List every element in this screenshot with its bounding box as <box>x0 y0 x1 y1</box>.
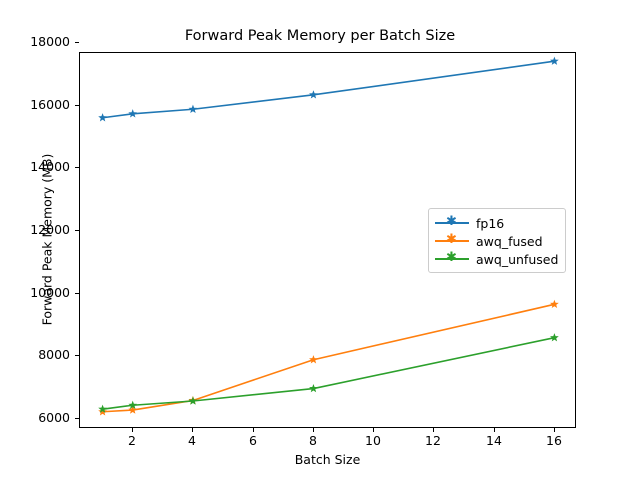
y-tick-label-16000: 16000 <box>30 97 70 112</box>
legend-item-fp16[interactable]: ✱ fp16 <box>435 214 559 232</box>
data-point-awq_unfused-8 <box>309 383 318 393</box>
data-point-awq_fused-1 <box>98 407 107 416</box>
y-tick-label-18000: 18000 <box>30 34 70 49</box>
legend-box: ✱ fp16 ✱ awq_fused ✱ awq_unfused <box>428 208 566 273</box>
x-tick-mark <box>313 428 315 432</box>
legend-swatch-awq-unfused: ✱ <box>435 251 469 266</box>
series-canvas <box>98 56 559 416</box>
series-line-awq_fused <box>101 303 556 413</box>
y-tick-mark <box>75 105 79 107</box>
chart-title: Forward Peak Memory per Batch Size <box>184 28 456 44</box>
x-axis-title: Batch Size <box>294 452 361 467</box>
data-point-fp16-16 <box>550 56 559 65</box>
x-tick-label-14: 14 <box>486 433 502 448</box>
legend-swatch-awq-fused: ✱ <box>435 233 469 248</box>
data-point-fp16-8 <box>309 90 318 99</box>
x-tick-mark <box>192 428 194 432</box>
x-tick-label-2: 2 <box>128 433 136 448</box>
x-tick-label-16: 16 <box>546 433 562 448</box>
legend-item-awq-fused[interactable]: ✱ awq_fused <box>435 232 559 250</box>
x-tick-label-4: 4 <box>188 433 196 448</box>
data-point-fp16-4 <box>188 104 198 113</box>
x-tick-label-10: 10 <box>365 433 381 448</box>
data-point-awq_fused-8 <box>309 355 318 364</box>
data-point-awq_unfused-1 <box>98 404 107 413</box>
data-point-fp16-1 <box>98 113 107 122</box>
data-point-fp16-2 <box>128 109 138 118</box>
legend-label-fp16: fp16 <box>476 215 505 231</box>
legend-item-awq-unfused[interactable]: ✱ awq_unfused <box>435 250 559 268</box>
x-tick-label-6: 6 <box>249 433 257 448</box>
series-line-awq_unfused <box>101 336 556 411</box>
y-tick-mark <box>75 293 79 295</box>
x-tick-mark <box>494 428 496 432</box>
y-tick-label-8000: 8000 <box>38 347 70 362</box>
y-axis-title: Forward Peak Memory (MB) <box>39 153 55 326</box>
y-tick-mark <box>75 230 79 232</box>
y-tick-mark <box>75 355 79 357</box>
data-point-awq_fused-2 <box>128 405 138 414</box>
series-line-fp16 <box>101 60 556 119</box>
y-tick-label-6000: 6000 <box>38 410 70 425</box>
x-tick-mark <box>373 428 375 432</box>
x-tick-label-8: 8 <box>309 433 317 448</box>
y-tick-mark <box>75 42 79 44</box>
data-point-awq_fused-16 <box>550 299 559 309</box>
legend-label-awq-unfused: awq_unfused <box>476 251 559 267</box>
data-point-awq_unfused-16 <box>550 333 559 342</box>
x-tick-mark <box>554 428 556 432</box>
data-point-awq_unfused-4 <box>188 396 198 405</box>
legend-label-awq-fused: awq_fused <box>476 233 543 249</box>
x-tick-mark <box>132 428 134 432</box>
data-point-awq_unfused-2 <box>128 400 138 409</box>
y-tick-label-14000: 14000 <box>30 159 70 174</box>
y-tick-label-12000: 12000 <box>30 222 70 237</box>
x-tick-mark <box>433 428 435 432</box>
y-tick-mark <box>75 418 79 420</box>
x-tick-label-12: 12 <box>425 433 441 448</box>
plot-area <box>79 52 576 428</box>
y-tick-mark <box>75 167 79 169</box>
y-tick-label-10000: 10000 <box>30 285 70 300</box>
legend-swatch-fp16: ✱ <box>435 215 469 230</box>
x-tick-mark <box>253 428 255 432</box>
